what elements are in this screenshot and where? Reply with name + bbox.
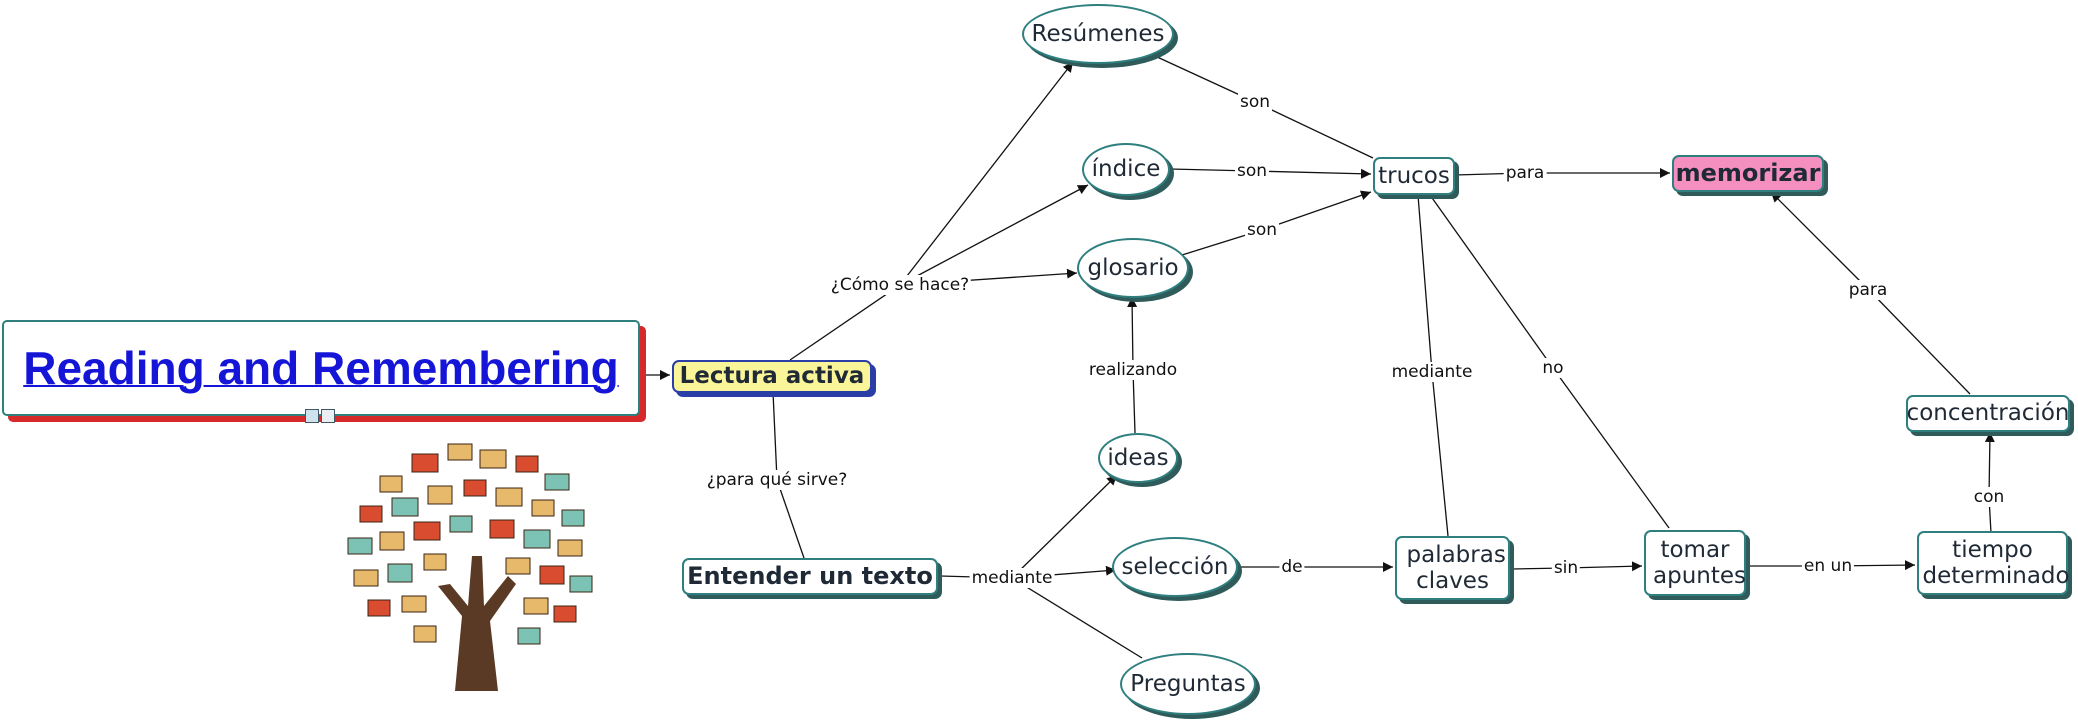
node-entender-un-texto[interactable]: Entender un texto [682, 558, 938, 595]
link-label-con[interactable]: con [1971, 487, 2007, 507]
node-concentracion[interactable]: concentración [1906, 395, 2070, 432]
node-tiempo-determinado[interactable]: tiempo determinado [1917, 531, 2070, 595]
node-indice[interactable]: índice [1082, 143, 1170, 196]
map-title-box[interactable]: Reading and Remembering [2, 320, 640, 416]
link-label-como[interactable]: ¿Cómo se hace? [828, 275, 972, 295]
node-lectura-activa[interactable]: Lectura activa [672, 360, 872, 393]
node-preguntas[interactable]: Preguntas [1120, 653, 1256, 715]
link-label-realizando[interactable]: realizando [1086, 360, 1180, 380]
node-resumenes[interactable]: Resúmenes [1022, 4, 1174, 64]
link-label-no[interactable]: no [1540, 358, 1566, 378]
link-label-en-un[interactable]: en un [1801, 556, 1855, 576]
link-label-mediante-trucos[interactable]: mediante [1389, 362, 1475, 382]
link-label-son-resumenes[interactable]: son [1237, 92, 1273, 112]
node-trucos[interactable]: trucos [1373, 157, 1455, 195]
link-label-sin[interactable]: sin [1551, 558, 1581, 578]
node-palabras-claves[interactable]: palabras claves [1395, 536, 1510, 600]
link-label-de[interactable]: de [1279, 557, 1305, 577]
link-label-para-concentracion[interactable]: para [1846, 280, 1890, 300]
node-ideas[interactable]: ideas [1098, 433, 1178, 483]
map-title[interactable]: Reading and Remembering [23, 342, 619, 394]
link-label-mediante-entender[interactable]: mediante [969, 568, 1055, 588]
link-label-para-que[interactable]: ¿para qué sirve? [704, 470, 850, 490]
node-tomar-apuntes[interactable]: tomar apuntes [1644, 530, 1746, 596]
link-label-son-glosario[interactable]: son [1244, 220, 1280, 240]
image-icon[interactable] [305, 409, 319, 423]
node-memorizar[interactable]: memorizar [1672, 155, 1824, 192]
link-label-son-indice[interactable]: son [1234, 161, 1270, 181]
node-seleccion[interactable]: selección [1112, 537, 1238, 597]
book-tree-icon [347, 443, 593, 691]
node-glosario[interactable]: glosario [1077, 238, 1189, 298]
link-label-para-trucos[interactable]: para [1503, 163, 1547, 183]
document-icon[interactable] [321, 409, 335, 423]
